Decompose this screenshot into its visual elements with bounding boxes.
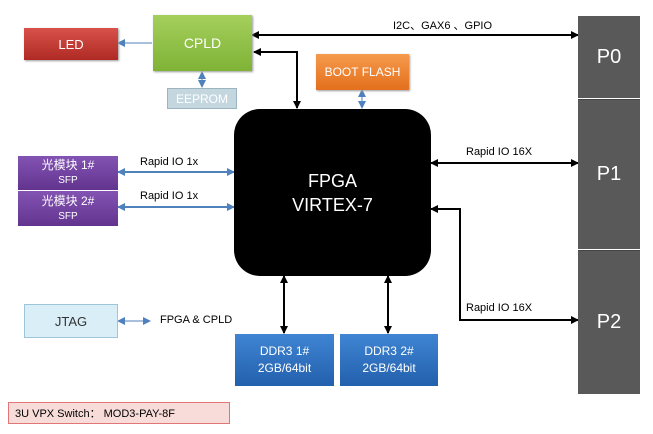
- connector-p0: P0: [578, 16, 640, 98]
- boot-flash-label: BOOT FLASH: [324, 65, 401, 79]
- ddr1-block: DDR3 1# 2GB/64bit: [235, 334, 334, 386]
- eeprom-label: EEPROM: [175, 91, 228, 106]
- sfp1-type: SFP: [58, 175, 78, 186]
- ddr2-size: 2GB/64bit: [362, 361, 416, 375]
- connector-p2: P2: [578, 250, 640, 394]
- connector-p1: P1: [578, 99, 640, 249]
- sfp1-link-label: Rapid IO 1x: [140, 156, 199, 168]
- sfp1-title: 光模块 1#: [41, 158, 95, 172]
- fpga-model: VIRTEX-7: [292, 194, 373, 215]
- sfp2-block: 光模块 2# SFP: [18, 191, 118, 226]
- boot-flash-block: BOOT FLASH: [316, 54, 409, 90]
- ddr1-title: DDR3 1#: [259, 344, 310, 358]
- sfp1-block: 光模块 1# SFP: [18, 156, 118, 190]
- cpld-p0-link-label: I2C、GAX6 、GPIO: [393, 20, 493, 32]
- cpld-label: CPLD: [183, 35, 222, 51]
- footer-text: 3U VPX Switch： MOD3-PAY-8F: [15, 408, 175, 420]
- led-label: LED: [58, 36, 84, 52]
- eeprom-block: EEPROM: [167, 88, 237, 109]
- ddr2-title: DDR3 2#: [364, 344, 414, 358]
- sfp2-title: 光模块 2#: [41, 193, 95, 208]
- connector-p2-label: P2: [596, 311, 622, 333]
- footer-note: 3U VPX Switch： MOD3-PAY-8F: [8, 402, 230, 424]
- connector-p1-label: P1: [596, 163, 622, 185]
- cpld-fpga-arrow: [253, 48, 301, 109]
- fpga-p2-link-label: Rapid IO 16X: [466, 302, 533, 314]
- ddr1-size: 2GB/64bit: [257, 361, 312, 375]
- led-block: LED: [24, 28, 118, 60]
- fpga-p1-link-label: Rapid IO 16X: [466, 146, 533, 158]
- ddr2-block: DDR3 2# 2GB/64bit: [340, 334, 438, 386]
- sfp2-type: SFP: [58, 210, 78, 222]
- fpga-block: FPGA VIRTEX-7: [234, 109, 431, 276]
- jtag-block: JTAG: [24, 304, 118, 338]
- fpga-p2-arrow: [430, 205, 579, 324]
- sfp2-link-label: Rapid IO 1x: [140, 190, 199, 202]
- jtag-label: JTAG: [54, 313, 88, 329]
- jtag-link-label: FPGA & CPLD: [160, 314, 233, 326]
- connector-p0-label: P0: [596, 45, 622, 68]
- fpga-title: FPGA: [307, 170, 357, 191]
- cpld-block: CPLD: [153, 15, 252, 71]
